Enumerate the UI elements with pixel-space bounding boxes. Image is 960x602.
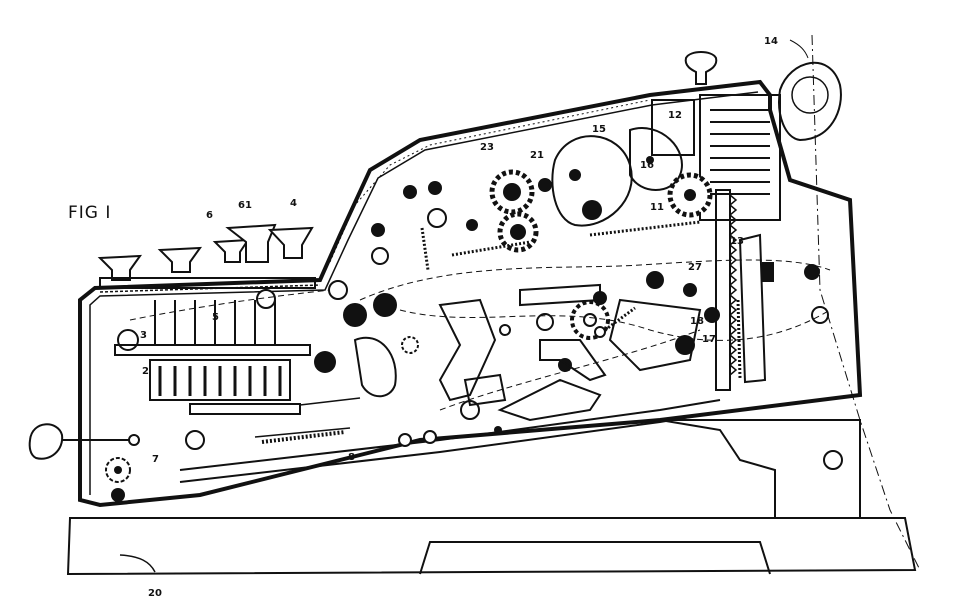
gear-11 xyxy=(667,172,713,218)
springs xyxy=(420,220,742,379)
counter-block-12 xyxy=(651,94,781,221)
cam-plate-15 xyxy=(551,135,633,227)
label-5: 5 xyxy=(212,312,219,323)
label-13: 13 xyxy=(730,236,744,247)
label-27: 27 xyxy=(688,262,702,273)
gear-21 xyxy=(489,169,535,215)
label-61: 61 xyxy=(238,200,252,211)
label-20: 20 xyxy=(148,588,162,599)
label-11: 11 xyxy=(650,202,664,213)
cam-plate-16 xyxy=(629,127,683,191)
top-knob xyxy=(684,51,718,85)
lower-slide-bar xyxy=(179,397,721,483)
pivot-discs xyxy=(314,169,829,434)
vertical-rack-13 xyxy=(715,189,738,391)
label-23: 23 xyxy=(480,142,494,153)
label-7: 7 xyxy=(152,454,159,465)
label-4: 4 xyxy=(290,198,297,209)
figure-title: FIG I xyxy=(68,203,111,223)
reference-numerals: 14 12 15 16 11 13 23 21 61 6 4 5 2 3 27 … xyxy=(140,36,778,599)
right-housing xyxy=(659,34,921,571)
base-plate xyxy=(66,517,917,576)
roll-14 xyxy=(778,39,842,142)
label-17: 17 xyxy=(702,334,716,345)
gear-23 xyxy=(497,211,539,253)
linkage-levers xyxy=(353,233,774,422)
label-6: 6 xyxy=(206,210,213,221)
motion-lines xyxy=(129,259,831,411)
left-wheels xyxy=(105,289,276,502)
label-14: 14 xyxy=(764,36,778,47)
left-crank-handle xyxy=(28,423,140,460)
label-3: 3 xyxy=(140,330,147,341)
label-21: 21 xyxy=(530,150,544,161)
label-8: 8 xyxy=(348,452,355,463)
label-2: 2 xyxy=(142,366,149,377)
label-12: 12 xyxy=(668,110,682,121)
label-18: 18 xyxy=(690,316,704,327)
type-bar-bank xyxy=(114,300,311,415)
label-16: 16 xyxy=(640,160,654,171)
label-15: 15 xyxy=(592,124,606,135)
key-row xyxy=(97,223,321,293)
